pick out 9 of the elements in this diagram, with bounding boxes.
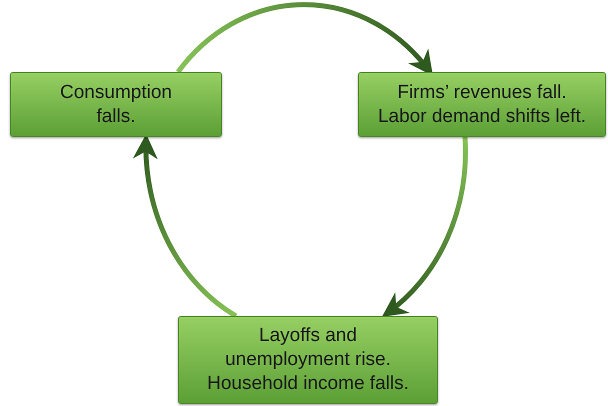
box-text: Layoffs and unemployment rise. Household income falls.	[206, 324, 410, 396]
box-text: Consumption falls.	[59, 80, 173, 128]
curved-arrow	[134, 134, 238, 318]
process-box	[178, 316, 438, 404]
curved-arrow	[382, 136, 468, 318]
box-text: Firms’ revenues fall.	[397, 80, 567, 104]
box-text: Labor demand shifts left.	[378, 104, 586, 128]
process-box	[10, 72, 222, 137]
process-box	[358, 72, 606, 137]
